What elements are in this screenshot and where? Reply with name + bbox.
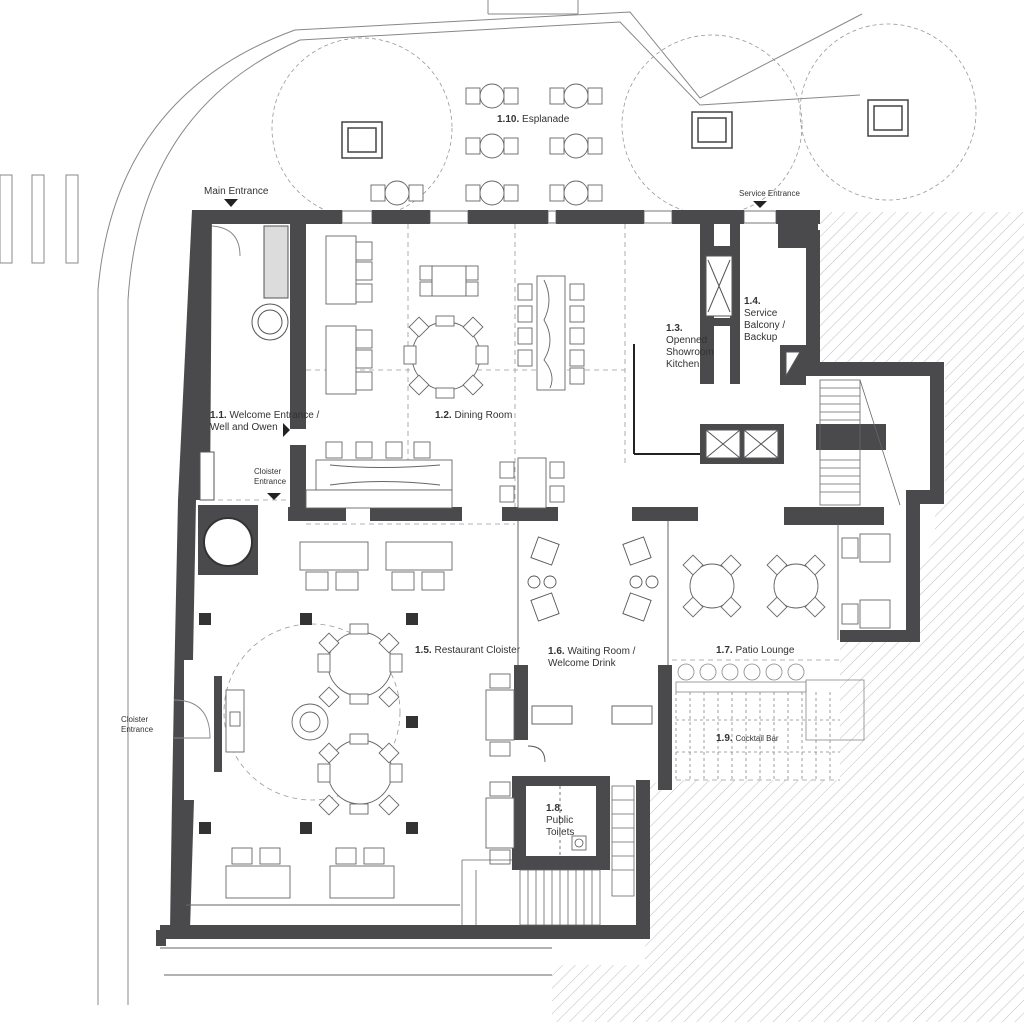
cocktail-bar-number: 1.9. xyxy=(716,733,733,744)
waiting-room-line1: Waiting Room / xyxy=(567,646,636,657)
dining-room-name: Dining Room xyxy=(454,410,513,421)
patio-furniture xyxy=(682,524,891,640)
service-balcony-line2: Balcony / xyxy=(744,320,786,331)
esplanade-name: Esplanade xyxy=(522,114,570,125)
welcome-entrance-number: 1.1. xyxy=(210,410,227,421)
crosswalk xyxy=(0,174,79,264)
facade-windows xyxy=(341,210,777,224)
site-boundary xyxy=(97,0,863,1005)
south-stairs xyxy=(461,785,635,926)
public-toilets-line1: Public xyxy=(546,815,574,826)
cocktail-bar-label: 1.9. Cocktail Bar xyxy=(716,733,779,745)
cocktail-bar-name: Cocktail Bar xyxy=(735,734,779,743)
cloister-bench xyxy=(214,676,222,772)
cloister-entrance-outer-line2: Entrance xyxy=(121,725,154,734)
service-balcony-line1: Service xyxy=(744,308,778,319)
cloister-furniture xyxy=(186,541,515,906)
cloister-entrance-inner-label: Cloister Entrance xyxy=(254,467,286,487)
main-entrance-label: Main Entrance xyxy=(204,186,269,197)
public-toilets-line2: Toilets xyxy=(546,827,575,838)
entrance-details xyxy=(199,225,289,501)
kitchen-line2: Showroom xyxy=(666,347,714,358)
toilet-fixtures xyxy=(559,786,587,856)
kitchen-number: 1.3. xyxy=(666,323,683,334)
kitchen-label: 1.3. Openned Showroom Kitchen xyxy=(666,323,714,371)
restaurant-cloister-name: Restaurant Cloister xyxy=(434,645,521,656)
waiting-room-label: 1.6. Waiting Room / Welcome Drink xyxy=(548,646,635,670)
welcome-entrance-line2: Well and Owen xyxy=(210,422,278,433)
dining-furniture xyxy=(305,235,585,509)
dining-room-number: 1.2. xyxy=(435,410,452,421)
service-balcony-label: 1.4. Service Balcony / Backup xyxy=(744,296,785,344)
esplanade-label: 1.10. Esplanade xyxy=(497,114,569,126)
patio-lounge-name: Patio Lounge xyxy=(735,645,795,656)
cloister-entrance-outer-line1: Cloister xyxy=(121,715,149,724)
patio-lounge-number: 1.7. xyxy=(716,645,733,656)
waiting-room-number: 1.6. xyxy=(548,646,565,657)
restaurant-cloister-number: 1.5. xyxy=(415,645,432,656)
walls xyxy=(156,210,944,946)
cocktail-bar xyxy=(675,663,865,780)
esplanade-tables xyxy=(370,83,603,206)
service-stairs xyxy=(819,379,901,506)
waiting-room-line2: Welcome Drink xyxy=(548,658,616,669)
tree-planters xyxy=(341,99,909,159)
patio-lounge-label: 1.7. Patio Lounge xyxy=(716,645,794,657)
welcome-entrance-line1: Welcome Entrance / xyxy=(229,410,320,421)
kitchen-fittings xyxy=(633,255,801,459)
service-entrance-label: Service Entrance xyxy=(739,189,800,198)
cloister-entrance-outer-label: Cloister Entrance xyxy=(121,715,153,735)
lower-boundary xyxy=(160,947,552,976)
kitchen-line3: Kitchen xyxy=(666,359,700,370)
kitchen-line1: Openned xyxy=(666,335,708,346)
cloister-columns xyxy=(199,613,418,834)
well xyxy=(203,517,253,567)
service-balcony-line3: Backup xyxy=(744,332,778,343)
restaurant-cloister-label: 1.5. Restaurant Cloister xyxy=(415,645,520,657)
dining-room-label: 1.2. Dining Room xyxy=(435,410,512,422)
cloister-entrance-inner-line1: Cloister xyxy=(254,467,282,476)
cloister-entrance-inner-line2: Entrance xyxy=(254,477,287,486)
esplanade-number: 1.10. xyxy=(497,114,520,125)
public-toilets-number: 1.8. xyxy=(546,803,563,814)
public-toilets-label: 1.8. Public Toilets xyxy=(546,803,574,839)
waiting-furniture xyxy=(517,521,669,763)
entrance-markers xyxy=(224,199,767,500)
welcome-entrance-label: 1.1. Welcome Entrance / Well and Owen xyxy=(210,410,319,434)
service-balcony-number: 1.4. xyxy=(744,296,761,307)
cloister-door xyxy=(173,699,211,739)
hatched-ground xyxy=(552,212,1024,1022)
